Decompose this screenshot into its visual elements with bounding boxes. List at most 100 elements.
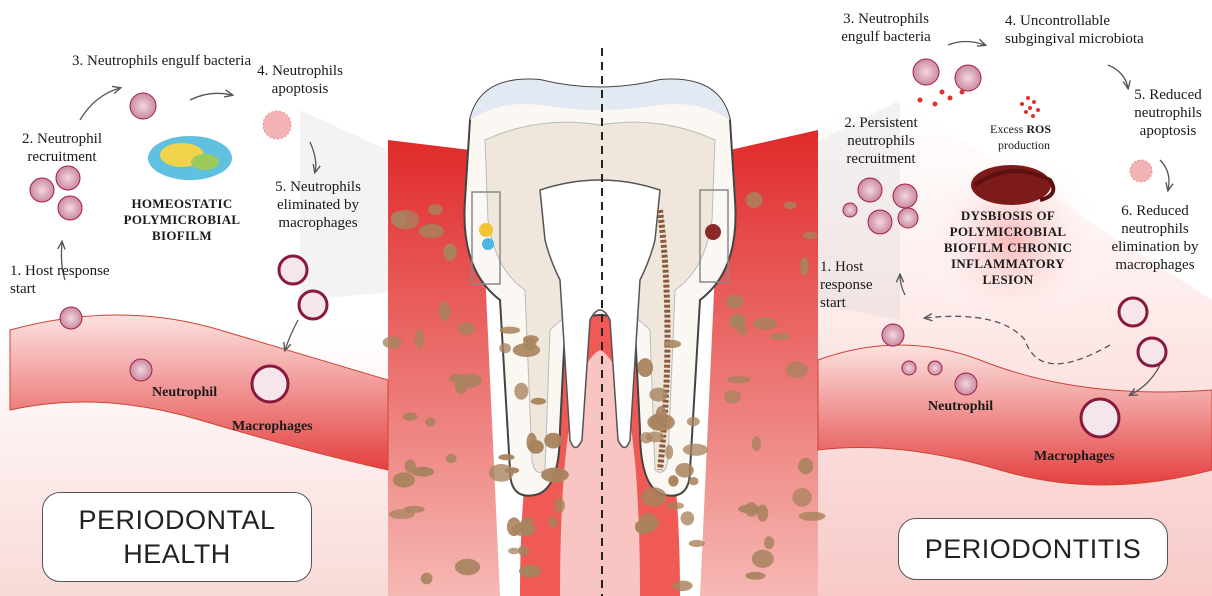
arrow (190, 93, 232, 100)
bone-particle (638, 513, 658, 533)
bone-particle (757, 504, 768, 521)
bone-particle (411, 467, 434, 477)
disease-step-3: 3. Neutrophils engulf bacteria (826, 10, 946, 46)
bone-particle (689, 477, 699, 485)
bone-particle (753, 318, 777, 330)
bone-particle (507, 517, 521, 536)
neutrophil-cell (843, 203, 857, 217)
bone-particle (770, 333, 791, 340)
bone-particle (799, 512, 826, 521)
bone-particle (647, 414, 675, 431)
bone-particle (518, 545, 530, 556)
ros-prefix: Excess (990, 122, 1023, 136)
bone-particle (664, 340, 681, 348)
macrophage-cell (279, 256, 307, 284)
bone-particle (544, 433, 562, 449)
macrophage-cell (1138, 338, 1166, 366)
arrow (948, 42, 985, 46)
bone-particle (457, 374, 482, 388)
disease-step-5: 5. Reduced neutrophils apoptosis (1128, 86, 1208, 140)
left-biofilm-dot (479, 223, 493, 237)
bone-particle (514, 383, 528, 400)
bone-particle (523, 335, 539, 344)
bone-particle (519, 565, 541, 577)
left-biofilm-dot (482, 238, 494, 250)
bone-particle (505, 467, 519, 473)
bone-particle (726, 295, 744, 308)
biofilm-blob (191, 154, 219, 170)
ros-suffix: production (998, 138, 1050, 152)
neutrophil-cell (130, 93, 156, 119)
bone-particle (745, 572, 765, 580)
bone-particle (531, 398, 546, 405)
bone-particle (752, 436, 761, 451)
neutrophil-cell (928, 361, 942, 375)
health-step-5: 5. Neutrophils eliminated by macrophages (258, 178, 378, 232)
bone-particle (527, 433, 537, 452)
arrow (80, 88, 120, 120)
neutrophil-cell (130, 359, 152, 381)
neutrophil-cell (898, 208, 918, 228)
neutrophil-cell (30, 178, 54, 202)
arrow (1160, 160, 1169, 190)
bone-particle (737, 325, 747, 336)
bone-particle (800, 257, 808, 275)
neutrophil-cell (60, 307, 82, 329)
neutrophil-cell (955, 373, 977, 395)
health-macrophage-label: Macrophages (232, 418, 313, 436)
bone-particle (499, 343, 511, 353)
health-step-3: 3. Neutrophils engulf bacteria (72, 52, 251, 70)
right-biofilm-dot (705, 224, 721, 240)
bone-particle (798, 458, 813, 474)
neutrophil-cell (58, 196, 82, 220)
bone-particle (455, 559, 480, 575)
bone-particle (498, 454, 514, 460)
bone-particle (764, 536, 774, 549)
bone-particle (458, 322, 475, 335)
dysbiosis-label: DYSBIOSIS OF POLYMICROBIAL BIOFILM CHRON… (938, 208, 1078, 288)
bone-particle (649, 388, 667, 402)
bone-particle (784, 201, 797, 209)
bone-particle (391, 211, 407, 227)
bone-particle (641, 487, 667, 506)
bone-particle (500, 327, 520, 334)
bone-particle (443, 244, 456, 261)
macrophage-cell (1119, 298, 1147, 326)
disease-step-2: 2. Persistent neutrophils recruitment (826, 114, 936, 168)
neutrophil-cell (858, 178, 882, 202)
disease-neutrophil-label: Neutrophil (928, 398, 993, 416)
bone-particle (683, 444, 708, 456)
macrophage-cell (299, 291, 327, 319)
bone-particle (746, 192, 763, 208)
bone-particle (541, 468, 569, 483)
disease-step-1: 1. Host response start (820, 258, 900, 312)
homeostatic-biofilm-label: HOMEOSTATIC POLYMICROBIAL BIOFILM (112, 196, 252, 244)
neutrophil-cell (913, 59, 939, 85)
bone-particle (640, 432, 652, 443)
bone-particle (446, 454, 457, 463)
bone-particle (383, 336, 403, 348)
bone-particle (421, 573, 433, 585)
bone-particle (637, 358, 653, 377)
neutrophil-cell (868, 210, 892, 234)
bone-particle (786, 361, 808, 378)
bone-particle (738, 505, 760, 514)
bone-particle (415, 329, 425, 348)
bone-particle (668, 475, 678, 486)
bone-particle (428, 204, 442, 215)
bone-particle (439, 301, 450, 321)
bone-particle (727, 376, 750, 383)
bone-particle (724, 390, 741, 404)
bone-particle (672, 581, 692, 592)
health-step-1: 1. Host response start (10, 262, 130, 298)
neutrophil-cell (882, 324, 904, 346)
disease-macrophage-label: Macrophages (1034, 448, 1115, 466)
bone-particle (513, 343, 540, 357)
bone-particle (689, 540, 705, 547)
ros-bold: ROS (1026, 122, 1051, 136)
neutrophil-cell (56, 166, 80, 190)
apoptotic-cell (1130, 160, 1152, 182)
periodontal-health-title: PERIODONTAL HEALTH (42, 492, 312, 582)
disease-step-4: 4. Uncontrollable subgingival microbiota (1005, 12, 1155, 48)
bone-particle (548, 516, 557, 527)
